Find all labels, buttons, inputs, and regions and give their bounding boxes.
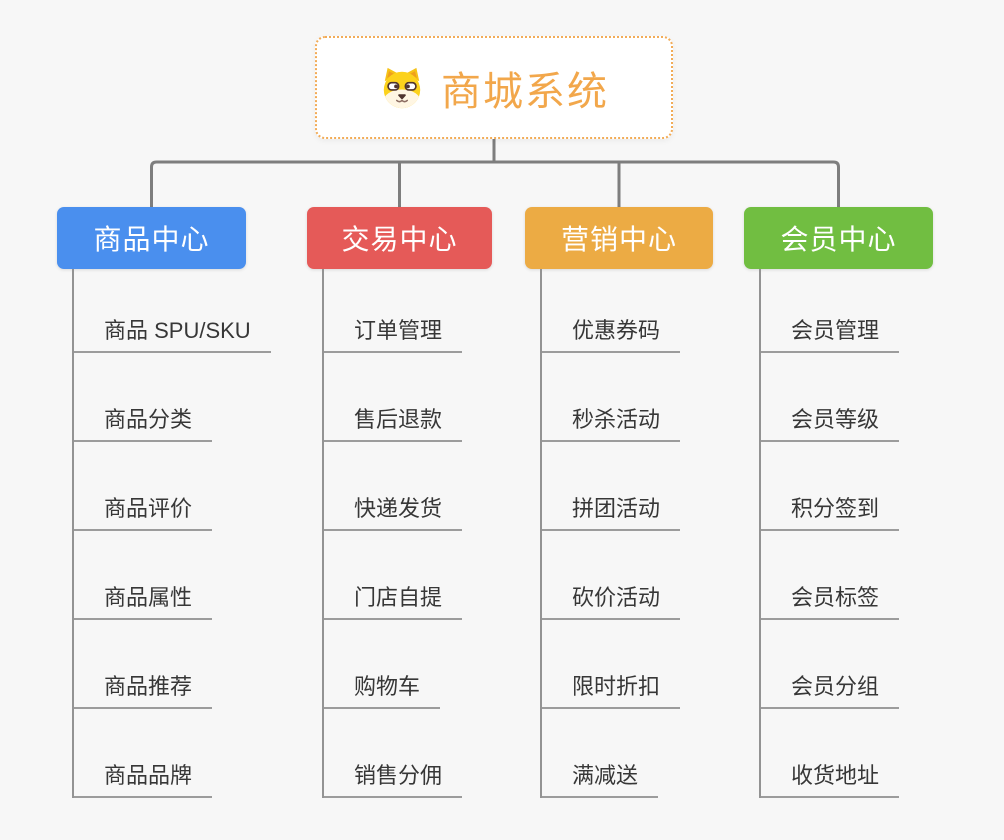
- branch-rail-line: [150, 160, 840, 207]
- leaf-node[interactable]: 积分签到: [761, 442, 991, 531]
- leaf-node[interactable]: 会员等级: [761, 353, 991, 442]
- leaf-node[interactable]: 商品 SPU/SKU: [74, 269, 304, 353]
- branch-children-trade-center: 订单管理 售后退款 快递发货 门店自提 购物车 销售分佣: [322, 269, 554, 798]
- leaf-node[interactable]: 商品评价: [74, 442, 304, 531]
- branch-children-member-center: 会员管理 会员等级 积分签到 会员标签 会员分组 收货地址: [759, 269, 991, 798]
- leaf-node[interactable]: 商品属性: [74, 531, 304, 620]
- branch-node-marketing-center[interactable]: 营销中心: [525, 207, 713, 269]
- branch-label: 交易中心: [341, 224, 458, 255]
- leaf-node[interactable]: 商品推荐: [74, 620, 304, 709]
- root-node[interactable]: 商城系统: [315, 36, 673, 139]
- branch-label: 商品中心: [93, 224, 210, 255]
- leaf-node[interactable]: 会员管理: [761, 269, 991, 353]
- leaf-node[interactable]: 购物车: [324, 620, 554, 709]
- leaf-node[interactable]: 满减送: [542, 709, 772, 798]
- leaf-node[interactable]: 售后退款: [324, 353, 554, 442]
- branch-label: 营销中心: [560, 224, 677, 255]
- leaf-node[interactable]: 会员分组: [761, 620, 991, 709]
- branch-children-product-center: 商品 SPU/SKU 商品分类 商品评价 商品属性 商品推荐 商品品牌: [72, 269, 304, 798]
- leaf-node[interactable]: 商品品牌: [74, 709, 304, 798]
- branch-node-trade-center[interactable]: 交易中心: [307, 207, 492, 269]
- leaf-node[interactable]: 销售分佣: [324, 709, 554, 798]
- branch-node-member-center[interactable]: 会员中心: [744, 207, 933, 269]
- leaf-node[interactable]: 优惠券码: [542, 269, 772, 353]
- branch-node-product-center[interactable]: 商品中心: [57, 207, 246, 269]
- branch-label: 会员中心: [780, 224, 897, 255]
- leaf-node[interactable]: 门店自提: [324, 531, 554, 620]
- leaf-node[interactable]: 商品分类: [74, 353, 304, 442]
- leaf-node[interactable]: 会员标签: [761, 531, 991, 620]
- root-title: 商城系统: [441, 69, 609, 114]
- leaf-node[interactable]: 订单管理: [324, 269, 554, 353]
- leaf-node[interactable]: 快递发货: [324, 442, 554, 531]
- dog-face-icon: [383, 67, 421, 108]
- leaf-node[interactable]: 砍价活动: [542, 531, 772, 620]
- leaf-node[interactable]: 拼团活动: [542, 442, 772, 531]
- leaf-node[interactable]: 收货地址: [761, 709, 991, 798]
- leaf-node[interactable]: 限时折扣: [542, 620, 772, 709]
- branch-children-marketing-center: 优惠券码 秒杀活动 拼团活动 砍价活动 限时折扣 满减送: [540, 269, 772, 798]
- leaf-node[interactable]: 秒杀活动: [542, 353, 772, 442]
